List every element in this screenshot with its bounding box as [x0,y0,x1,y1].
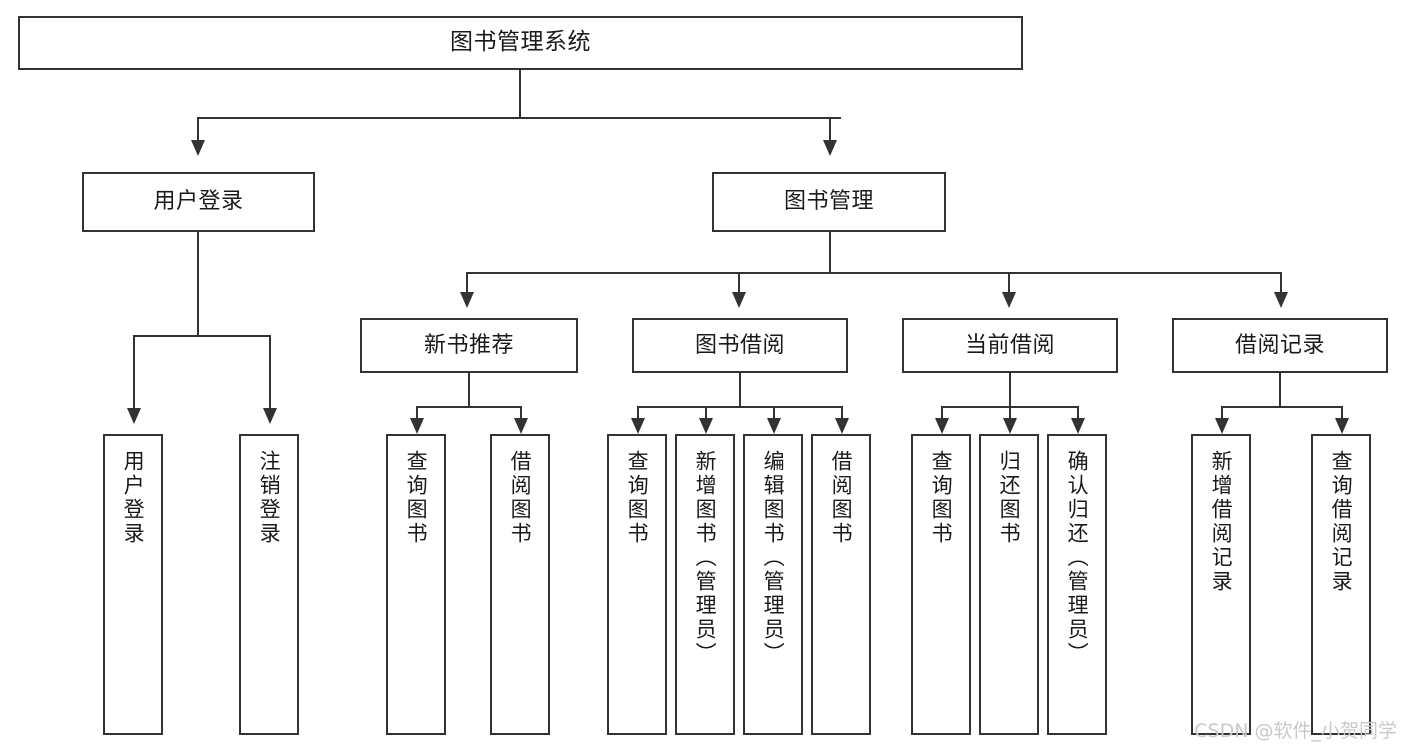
node-borrow-record[interactable]: 借阅记录 [1172,318,1388,373]
leaf-new-book-query-book[interactable]: 查询图书 [386,434,446,735]
arrow-leaf-bb-1 [631,418,645,434]
edge-cb-drop-3 [1077,406,1079,420]
leaf-borrow-record-query-record[interactable]: 查询借阅记录 [1311,434,1371,735]
node-label: 借阅图书 [508,450,533,546]
node-label: 确认归还（管理员） [1065,450,1090,666]
node-label: 借阅记录 [1234,332,1325,358]
edge-br-drop-1 [1221,406,1223,420]
node-label: 新增图书（管理员） [693,450,718,666]
node-book-management[interactable]: 图书管理 [712,172,946,232]
leaf-user-login-logout[interactable]: 注销登录 [239,434,299,735]
edge-bm-drop-1 [466,272,468,295]
edge-cb-drop-2 [1009,406,1011,420]
arrow-to-user-login [191,140,205,156]
arrow-leaf-br-2 [1335,418,1349,434]
node-label: 查询图书 [929,450,954,546]
edge-user-login-stem [197,232,199,335]
edge-nbr-drop-1 [416,406,418,420]
arrow-leaf-nbr-1 [410,418,424,434]
leaf-book-borrow-borrow-book[interactable]: 借阅图书 [811,434,871,735]
edge-to-book-management [829,117,831,143]
arrow-to-book-management [823,140,837,156]
arrow-leaf-cb-3 [1071,418,1085,434]
edge-bb-drop-1 [637,406,639,420]
arrow-leaf-nbr-2 [514,418,528,434]
arrow-leaf-user-login [127,408,141,424]
arrow-leaf-cb-1 [935,418,949,434]
leaf-book-borrow-edit-book[interactable]: 编辑图书（管理员） [743,434,803,735]
edge-root-bus [197,117,841,119]
edge-book-management-bus [466,272,1282,274]
leaf-book-borrow-query-book[interactable]: 查询图书 [607,434,667,735]
edge-br-stem [1279,373,1281,407]
arrow-leaf-br-1 [1215,418,1229,434]
arrow-leaf-logout [263,408,277,424]
edge-user-login-drop-2 [269,335,271,411]
node-label: 用户登录 [153,189,244,215]
edge-br-bus [1221,406,1341,408]
edge-book-management-stem [829,232,831,272]
edge-user-login-drop-1 [133,335,135,411]
edge-nbr-drop-2 [520,406,522,420]
node-current-borrow[interactable]: 当前借阅 [902,318,1118,373]
arrow-leaf-bb-3 [767,418,781,434]
arrow-leaf-bb-2 [699,418,713,434]
node-user-login[interactable]: 用户登录 [82,172,315,232]
node-label: 图书管理 [783,189,874,215]
leaf-current-borrow-confirm-return[interactable]: 确认归还（管理员） [1047,434,1107,735]
node-label: 借阅图书 [829,450,854,546]
leaf-user-login-login[interactable]: 用户登录 [103,434,163,735]
node-label: 当前借阅 [964,332,1055,358]
edge-bm-drop-4 [1280,272,1282,295]
leaf-book-borrow-add-book[interactable]: 新增图书（管理员） [675,434,735,735]
leaf-current-borrow-return-book[interactable]: 归还图书 [979,434,1039,735]
node-label: 查询借阅记录 [1329,450,1354,594]
node-label: 新书推荐 [423,332,514,358]
edge-user-login-bus [133,335,269,337]
edge-bb-drop-3 [773,406,775,420]
arrow-to-book-borrow [732,292,746,308]
edge-bb-stem [739,373,741,407]
node-new-book-recommend[interactable]: 新书推荐 [360,318,578,373]
edge-bb-bus [637,406,843,408]
node-label: 新增借阅记录 [1209,450,1234,594]
node-root-book-management-system[interactable]: 图书管理系统 [18,16,1023,70]
watermark-text: CSDN @软件_小贺同学 [1194,720,1397,742]
leaf-current-borrow-query-book[interactable]: 查询图书 [911,434,971,735]
node-label: 归还图书 [997,450,1022,546]
arrow-to-current-borrow [1002,292,1016,308]
arrow-leaf-cb-2 [1003,418,1017,434]
edge-cb-stem [1009,373,1011,407]
arrow-leaf-bb-4 [835,418,849,434]
node-label: 查询图书 [404,450,429,546]
leaf-borrow-record-add-record[interactable]: 新增借阅记录 [1191,434,1251,735]
edge-bm-drop-2 [738,272,740,295]
edge-br-drop-2 [1341,406,1343,420]
edge-cb-drop-1 [941,406,943,420]
edge-bm-drop-3 [1008,272,1010,295]
node-label: 编辑图书（管理员） [761,450,786,666]
node-book-borrow[interactable]: 图书借阅 [632,318,848,373]
arrow-to-new-book-recommend [460,292,474,308]
leaf-new-book-borrow-book[interactable]: 借阅图书 [490,434,550,735]
edge-bb-drop-4 [841,406,843,420]
node-label: 用户登录 [121,450,146,546]
node-label: 图书借阅 [694,332,785,358]
node-label: 图书管理系统 [450,29,591,56]
node-label: 查询图书 [625,450,650,546]
node-label: 注销登录 [257,450,282,546]
edge-nbr-stem [468,373,470,407]
arrow-to-borrow-record [1274,292,1288,308]
edge-to-user-login [197,117,199,143]
edge-bb-drop-2 [705,406,707,420]
edge-nbr-bus [416,406,522,408]
edge-root-stem [519,70,521,117]
